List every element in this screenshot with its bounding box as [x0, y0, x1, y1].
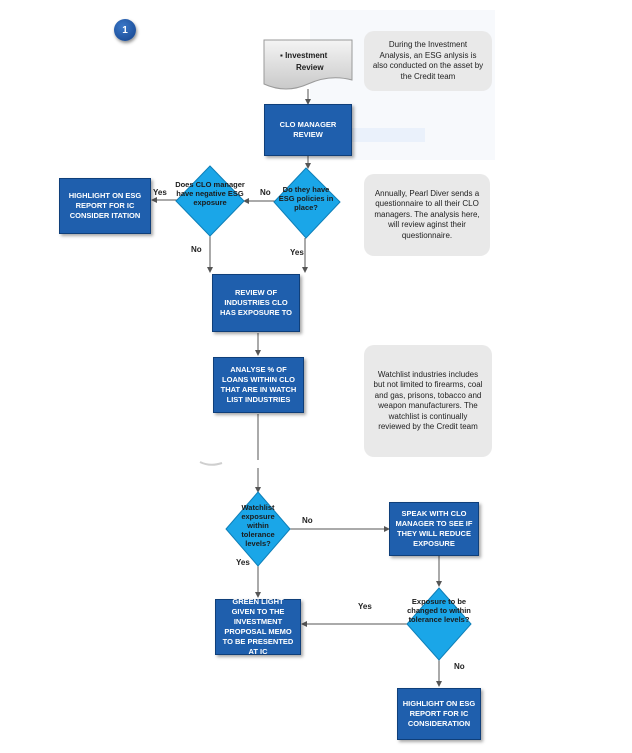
- bullet-glyph: ▪: [280, 51, 283, 60]
- decision-diamond-negative-esg: [175, 165, 245, 237]
- step-number-badge: 1: [114, 19, 136, 41]
- diamond-label-watchlist: Watchlist exposure within tolerance leve…: [241, 503, 275, 548]
- decision-diamond-exposure-change: [406, 587, 472, 661]
- diamond-label-exposure-change: Exposure to be changed to within toleran…: [407, 597, 471, 624]
- process-speak-with-manager: Speak with CLO manager to see if they wi…: [389, 502, 479, 556]
- process-review-industries: Review of industries CLO has exposure to: [212, 274, 300, 332]
- process-highlight-esg-top: Highlight on ESG Report for IC consider …: [59, 178, 151, 234]
- investment-review-label: ▪ Investment: [280, 50, 327, 61]
- edge-label-no: No: [454, 662, 465, 671]
- process-analyse-loans: Analyse % of loans within CLO that are i…: [213, 357, 304, 413]
- edge-label-yes: Yes: [153, 188, 167, 197]
- edge-label-yes: Yes: [290, 248, 304, 257]
- investment-review-line2: Review: [296, 63, 324, 72]
- process-highlight-esg-bottom: Highlight on ESG Report for IC considera…: [397, 688, 481, 740]
- document-shape: [263, 39, 353, 90]
- decision-diamond-watchlist: [225, 491, 291, 567]
- note-watchlist-industries: Watchlist industries includes but not li…: [364, 345, 492, 457]
- edge-label-no: No: [260, 188, 271, 197]
- edge-label-no: No: [302, 516, 313, 525]
- diamond-label-esg-policies: Do they have ESG policies in place?: [278, 185, 334, 212]
- note-annual-questionnaire: Annually, Pearl Diver sends a questionna…: [364, 174, 490, 256]
- note-investment-analysis: During the Investment Analysis, an ESG a…: [364, 31, 492, 91]
- edge-label-yes: Yes: [236, 558, 250, 567]
- process-clo-manager-review: CLO Manager review: [264, 104, 352, 156]
- decision-diamond-esg-policies: [273, 167, 341, 239]
- edge-label-no: No: [191, 245, 202, 254]
- step-number: 1: [122, 24, 128, 36]
- process-green-light: Green light given to the Investment prop…: [215, 597, 301, 656]
- investment-review-line1: Investment: [285, 51, 328, 60]
- edge-label-yes: Yes: [358, 602, 372, 611]
- diamond-label-negative-esg: Does CLO manager have negative ESG expos…: [175, 180, 245, 207]
- background-artifact-bar: [345, 128, 425, 142]
